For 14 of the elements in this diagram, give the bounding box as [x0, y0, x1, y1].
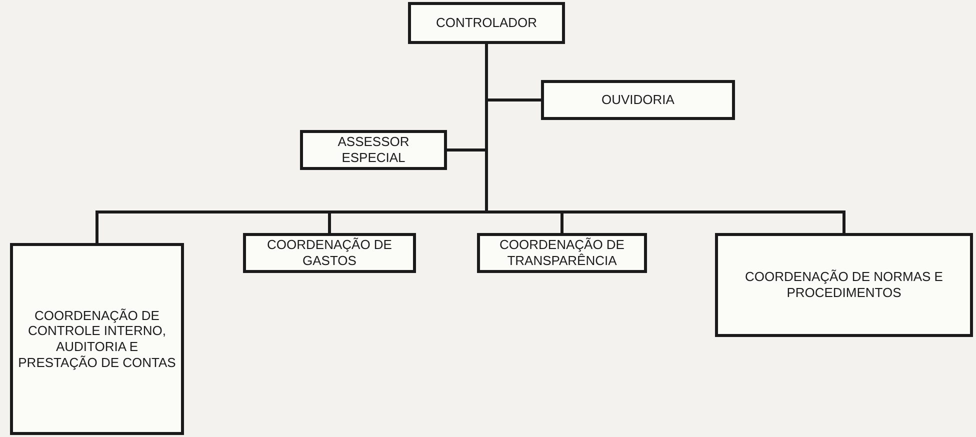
unit-name: CONTROLADOR [436, 15, 538, 31]
unit-name: COORDENAÇÃO DE GASTOS [266, 237, 393, 269]
unit-name: COORDENAÇÃO DE CONTROLE INTERNO, AUDITORIA E PRESTAÇÃO DE CONTAS [17, 308, 177, 370]
unit-name: COORDENAÇÃO DE TRANSPARÊNCIA [498, 237, 626, 269]
org-box [477, 233, 647, 273]
org-box [300, 130, 447, 170]
org-box [715, 233, 973, 337]
unit-name: ASSESSOR ESPECIAL [336, 134, 410, 166]
org-box [10, 243, 184, 435]
unit-name: OUVIDORIA [602, 92, 674, 108]
unit-name: COORDENAÇÃO DE NORMAS E PROCEDIMENTOS [744, 269, 944, 301]
org-box [541, 80, 735, 120]
org-box [243, 233, 416, 273]
org-box [408, 2, 565, 44]
